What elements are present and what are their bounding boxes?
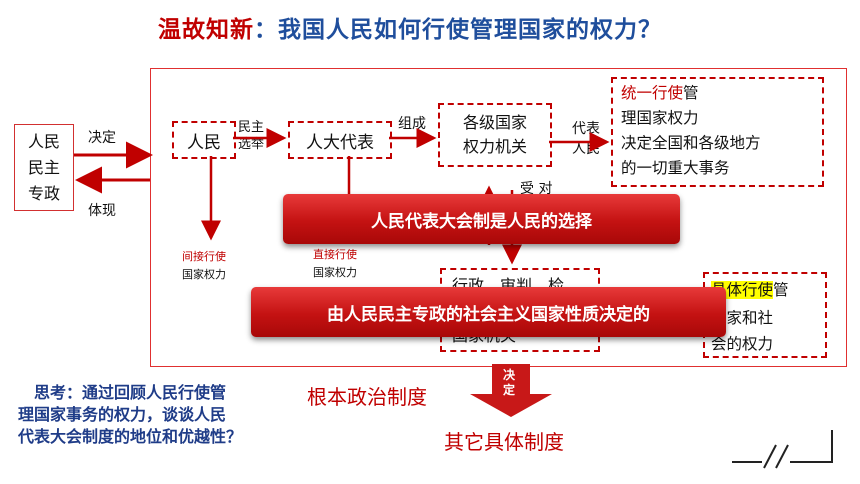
- thinking-question: 思考：通过回顾人民行使管 理国家事务的权力，谈谈人民 代表大会制度的地位和优越性…: [18, 382, 242, 448]
- unified-exercise-box: 统一行使管 理国家权力 决定全国和各级地方 的一切重大事务: [611, 77, 824, 187]
- decide-arrow-label: 决 定: [503, 368, 515, 398]
- reflect-label: 体现: [88, 203, 116, 219]
- indirect-exercise-label: 间接行使 国家权力: [182, 248, 226, 284]
- specific-exercise-box: 具体行使管 国家和社 会的权力: [703, 272, 827, 358]
- unified-line: 管: [683, 84, 699, 102]
- unified-highlight: 统一行使: [621, 84, 684, 102]
- indirect-black: 国家权力: [182, 268, 226, 281]
- unified-line: 理国家权力: [621, 109, 699, 127]
- decide-arrow-char: 定: [503, 383, 516, 397]
- unified-line: 的一切重大事务: [621, 159, 730, 177]
- deco-corner: [790, 430, 833, 463]
- decide-down-arrow: [470, 364, 552, 417]
- power-organs-node: 各级国家 权力机关: [438, 103, 552, 167]
- elect-label: 民主 选举: [238, 119, 264, 153]
- decide-arrow-char: 决: [503, 368, 516, 382]
- supervise-label: 受 对: [520, 181, 553, 197]
- deco-slash: [763, 444, 777, 469]
- indirect-red: 间接行使: [182, 250, 226, 263]
- dictatorship-line: 专政: [27, 183, 60, 203]
- people-node: 人民: [172, 121, 236, 159]
- specific-line: 会的权力: [711, 335, 774, 353]
- dictatorship-box: 人民 民主 专政: [14, 124, 74, 211]
- people-label: 人民: [187, 132, 221, 153]
- dictatorship-line: 人民: [27, 131, 60, 151]
- title-part1: 温故知新: [158, 17, 254, 43]
- thinking-line: 思考：通过回顾人民行使管: [34, 383, 227, 402]
- thinking-line: 代表大会制度的地位和优越性？: [18, 427, 243, 446]
- thinking-line: 理国家事务的权力，谈谈人民: [18, 405, 227, 424]
- direct-red: 直接行使: [313, 248, 357, 261]
- deco-slash: [775, 444, 789, 469]
- top-banner: 人民代表大会制是人民的选择: [283, 194, 680, 244]
- power-organs-line: 权力机关: [462, 137, 527, 156]
- npc-deputies-label: 人大代表: [306, 132, 374, 153]
- elect-line: 民主: [238, 120, 265, 135]
- other-systems-label: 其它具体制度: [444, 430, 564, 454]
- elect-line: 选举: [238, 137, 265, 152]
- decide-label: 决定: [88, 130, 116, 146]
- direct-black: 国家权力: [313, 266, 357, 279]
- page-title: 温故知新：我国人民如何行使管理国家的权力？: [158, 10, 662, 44]
- dictatorship-line: 民主: [27, 157, 60, 177]
- specific-line: 管: [773, 281, 789, 299]
- unified-line: 决定全国和各级地方: [621, 134, 761, 152]
- bottom-banner: 由人民民主专政的社会主义国家性质决定的: [251, 287, 726, 337]
- npc-deputies-node: 人大代表: [288, 121, 392, 159]
- power-organs-line: 各级国家: [462, 113, 527, 132]
- specific-highlight: 具体行使: [711, 281, 774, 299]
- fundamental-system-label: 根本政治制度: [307, 385, 427, 409]
- title-part2: ：我国人民如何行使管理国家的权力？: [254, 17, 662, 43]
- specific-line: 国家和社: [711, 309, 774, 327]
- direct-exercise-label: 直接行使 国家权力: [313, 246, 357, 282]
